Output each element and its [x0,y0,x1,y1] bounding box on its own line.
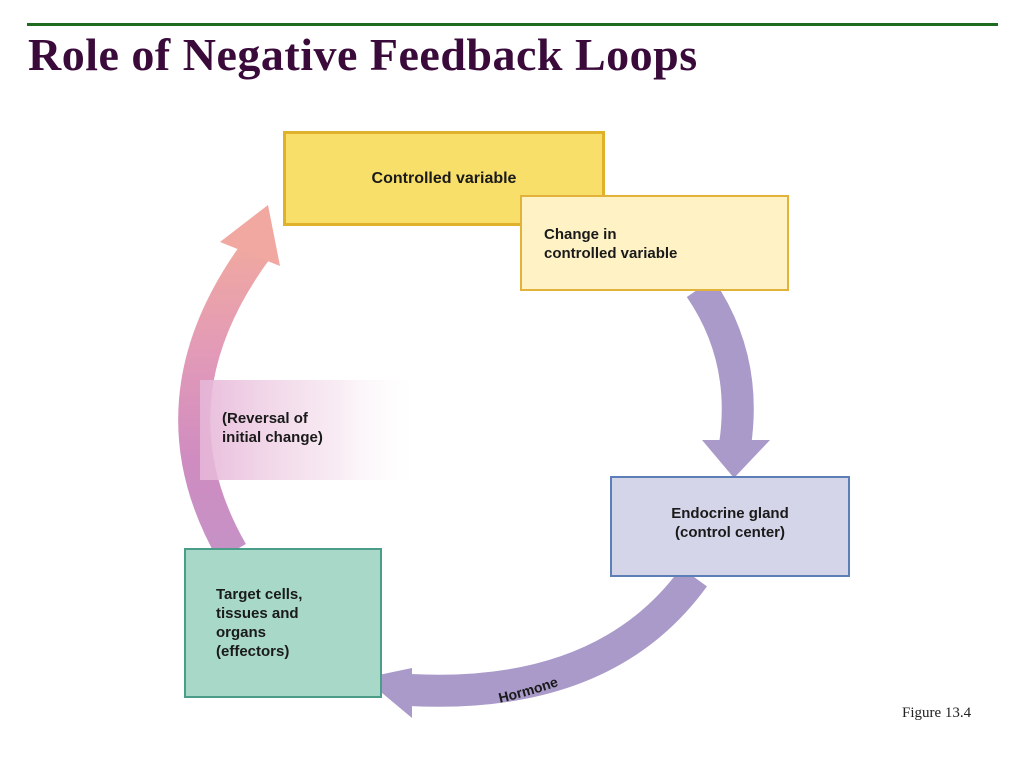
controlled-variable-label: Controlled variable [371,170,517,187]
target-cells-box: Target cells, tissues and organs (effect… [184,548,382,698]
hormone-arrow [409,567,707,707]
reversal-arrow-head [220,205,280,266]
signal-arrow [686,278,754,448]
reversal-label: (Reversal of initial change) [222,410,323,446]
top-rule [27,23,998,26]
reversal-arrow [178,238,271,560]
reversal-band [200,380,422,480]
endocrine-gland-box: Endocrine gland (control center) [610,476,850,577]
change-box: Change in controlled variable [520,195,789,291]
figure-label: Figure 13.4 [902,705,972,721]
slide-title: Role of Negative Feedback Loops [28,29,698,80]
signal-arrow-head [702,440,770,478]
